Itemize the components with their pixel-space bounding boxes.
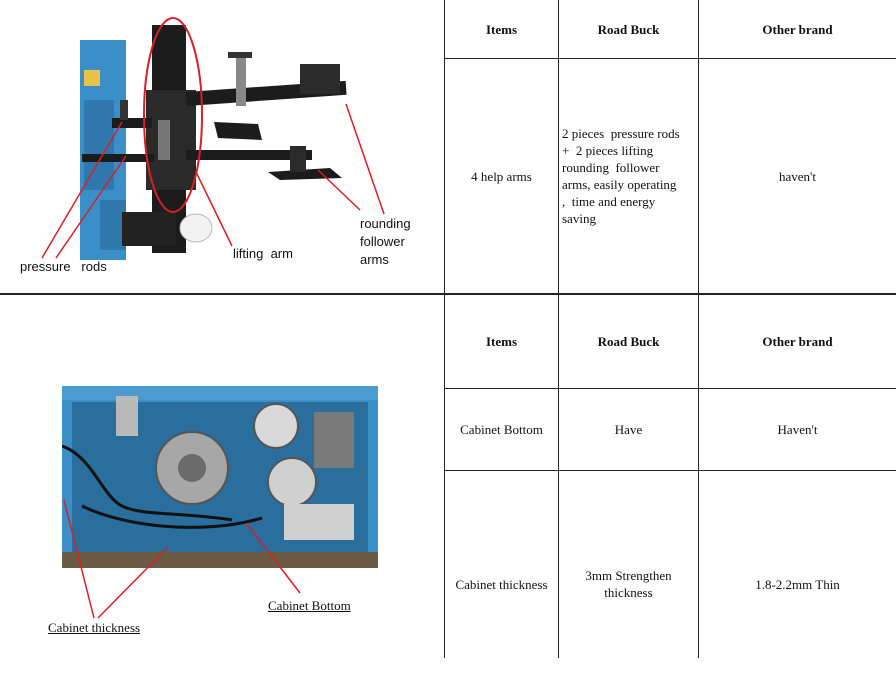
cell-item-cabinet-bottom: Cabinet Bottom <box>460 422 543 437</box>
road-buck-line-4: arms, easily operating <box>562 177 677 192</box>
label-pressure-rods: pressure rods <box>20 259 107 274</box>
thickness-line-1: 3mm Strengthen <box>585 568 672 583</box>
cabinet-annotation-lines <box>63 499 301 619</box>
label-rounding-follower-arms: rounding follower arms <box>360 215 411 269</box>
helper-arms-illustration <box>41 17 385 260</box>
road-buck-line-3: rounding follower <box>562 160 660 175</box>
road-buck-line-6: saving <box>562 211 596 226</box>
thickness-line-2: thickness <box>604 585 653 600</box>
label-lifting-arm: lifting arm <box>233 246 293 261</box>
label-arms: arms <box>360 252 389 267</box>
cell-other-cabinet-bottom: Haven't <box>777 422 818 437</box>
label-rounding: rounding <box>360 216 411 231</box>
cabinet-photo <box>62 386 378 568</box>
header-other-brand: Other brand <box>762 21 833 37</box>
cell-other-cabinet-thickness: 1.8-2.2mm Thin <box>755 576 840 592</box>
road-buck-line-2: + 2 pieces lifting <box>562 143 654 158</box>
road-buck-line-5: , time and energy <box>562 194 656 209</box>
label-cabinet-thickness: Cabinet thickness <box>48 620 141 635</box>
label-cabinet-bottom: Cabinet Bottom <box>268 598 351 613</box>
header-road-buck: Road Buck <box>597 21 660 37</box>
header-other-brand-2: Other brand <box>762 334 833 349</box>
section-divider <box>0 293 896 295</box>
header-items: Items <box>485 21 518 37</box>
header-road-buck-2: Road Buck <box>597 334 660 349</box>
helper-arms-photo <box>0 0 444 293</box>
cell-other-help-arms: haven't <box>779 168 816 184</box>
cell-road-buck-cabinet-thickness: 3mm Strengthen thickness <box>559 471 698 697</box>
header-items-2: Items <box>485 334 518 349</box>
label-follower: follower <box>360 234 405 249</box>
road-buck-line-1: 2 pieces pressure rods <box>562 126 680 141</box>
cell-item-cabinet-thickness: Cabinet thickness <box>455 576 548 592</box>
cabinet-illustration <box>62 386 378 568</box>
cell-road-buck-help-arms: 2 pieces pressure rods + 2 pieces liftin… <box>559 59 698 293</box>
cell-item-help-arms: 4 help arms <box>471 168 532 184</box>
cell-road-buck-cabinet-bottom: Have <box>614 422 643 437</box>
